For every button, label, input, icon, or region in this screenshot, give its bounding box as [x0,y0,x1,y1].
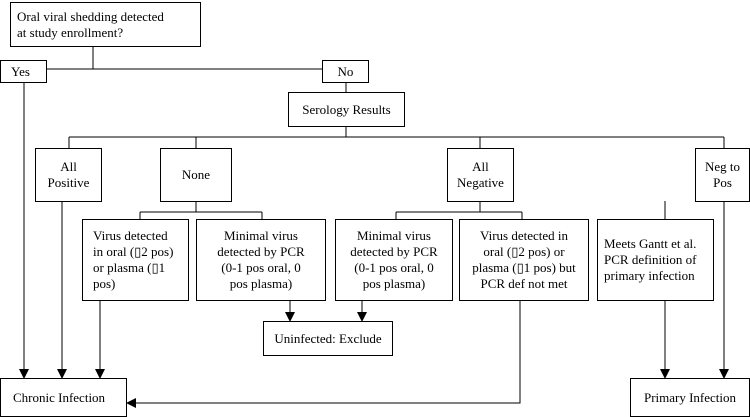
chronic-infection-box: Chronic Infection [0,378,127,417]
arrow-virus2-chronic [126,300,521,408]
virus-detected-box-2: Virus detected in oral (▯2 pos) or plasm… [459,219,589,301]
virus-detected-box-1: Virus detected in oral (▯2 pos) or plasm… [82,219,189,301]
primary-infection-box: Primary Infection [630,378,750,417]
question-box: Oral viral shedding detected at study en… [10,2,201,47]
all-negative-box: All Negative [447,148,514,202]
all-positive-box: All Positive [35,148,102,202]
yes-box: Yes [0,60,47,83]
neg-to-pos-box: Neg to Pos [695,148,750,202]
meets-gantt-box: Meets Gantt et al. PCR definition of pri… [597,219,714,301]
no-box: No [322,60,369,83]
minimal-virus-box-2: Minimal virus detected by PCR (0-1 pos o… [335,219,453,301]
minimal-virus-box-1: Minimal virus detected by PCR (0-1 pos o… [196,219,326,301]
none-box: None [160,148,232,202]
uninfected-exclude-box: Uninfected: Exclude [263,321,393,356]
serology-box: Serology Results [288,92,405,127]
